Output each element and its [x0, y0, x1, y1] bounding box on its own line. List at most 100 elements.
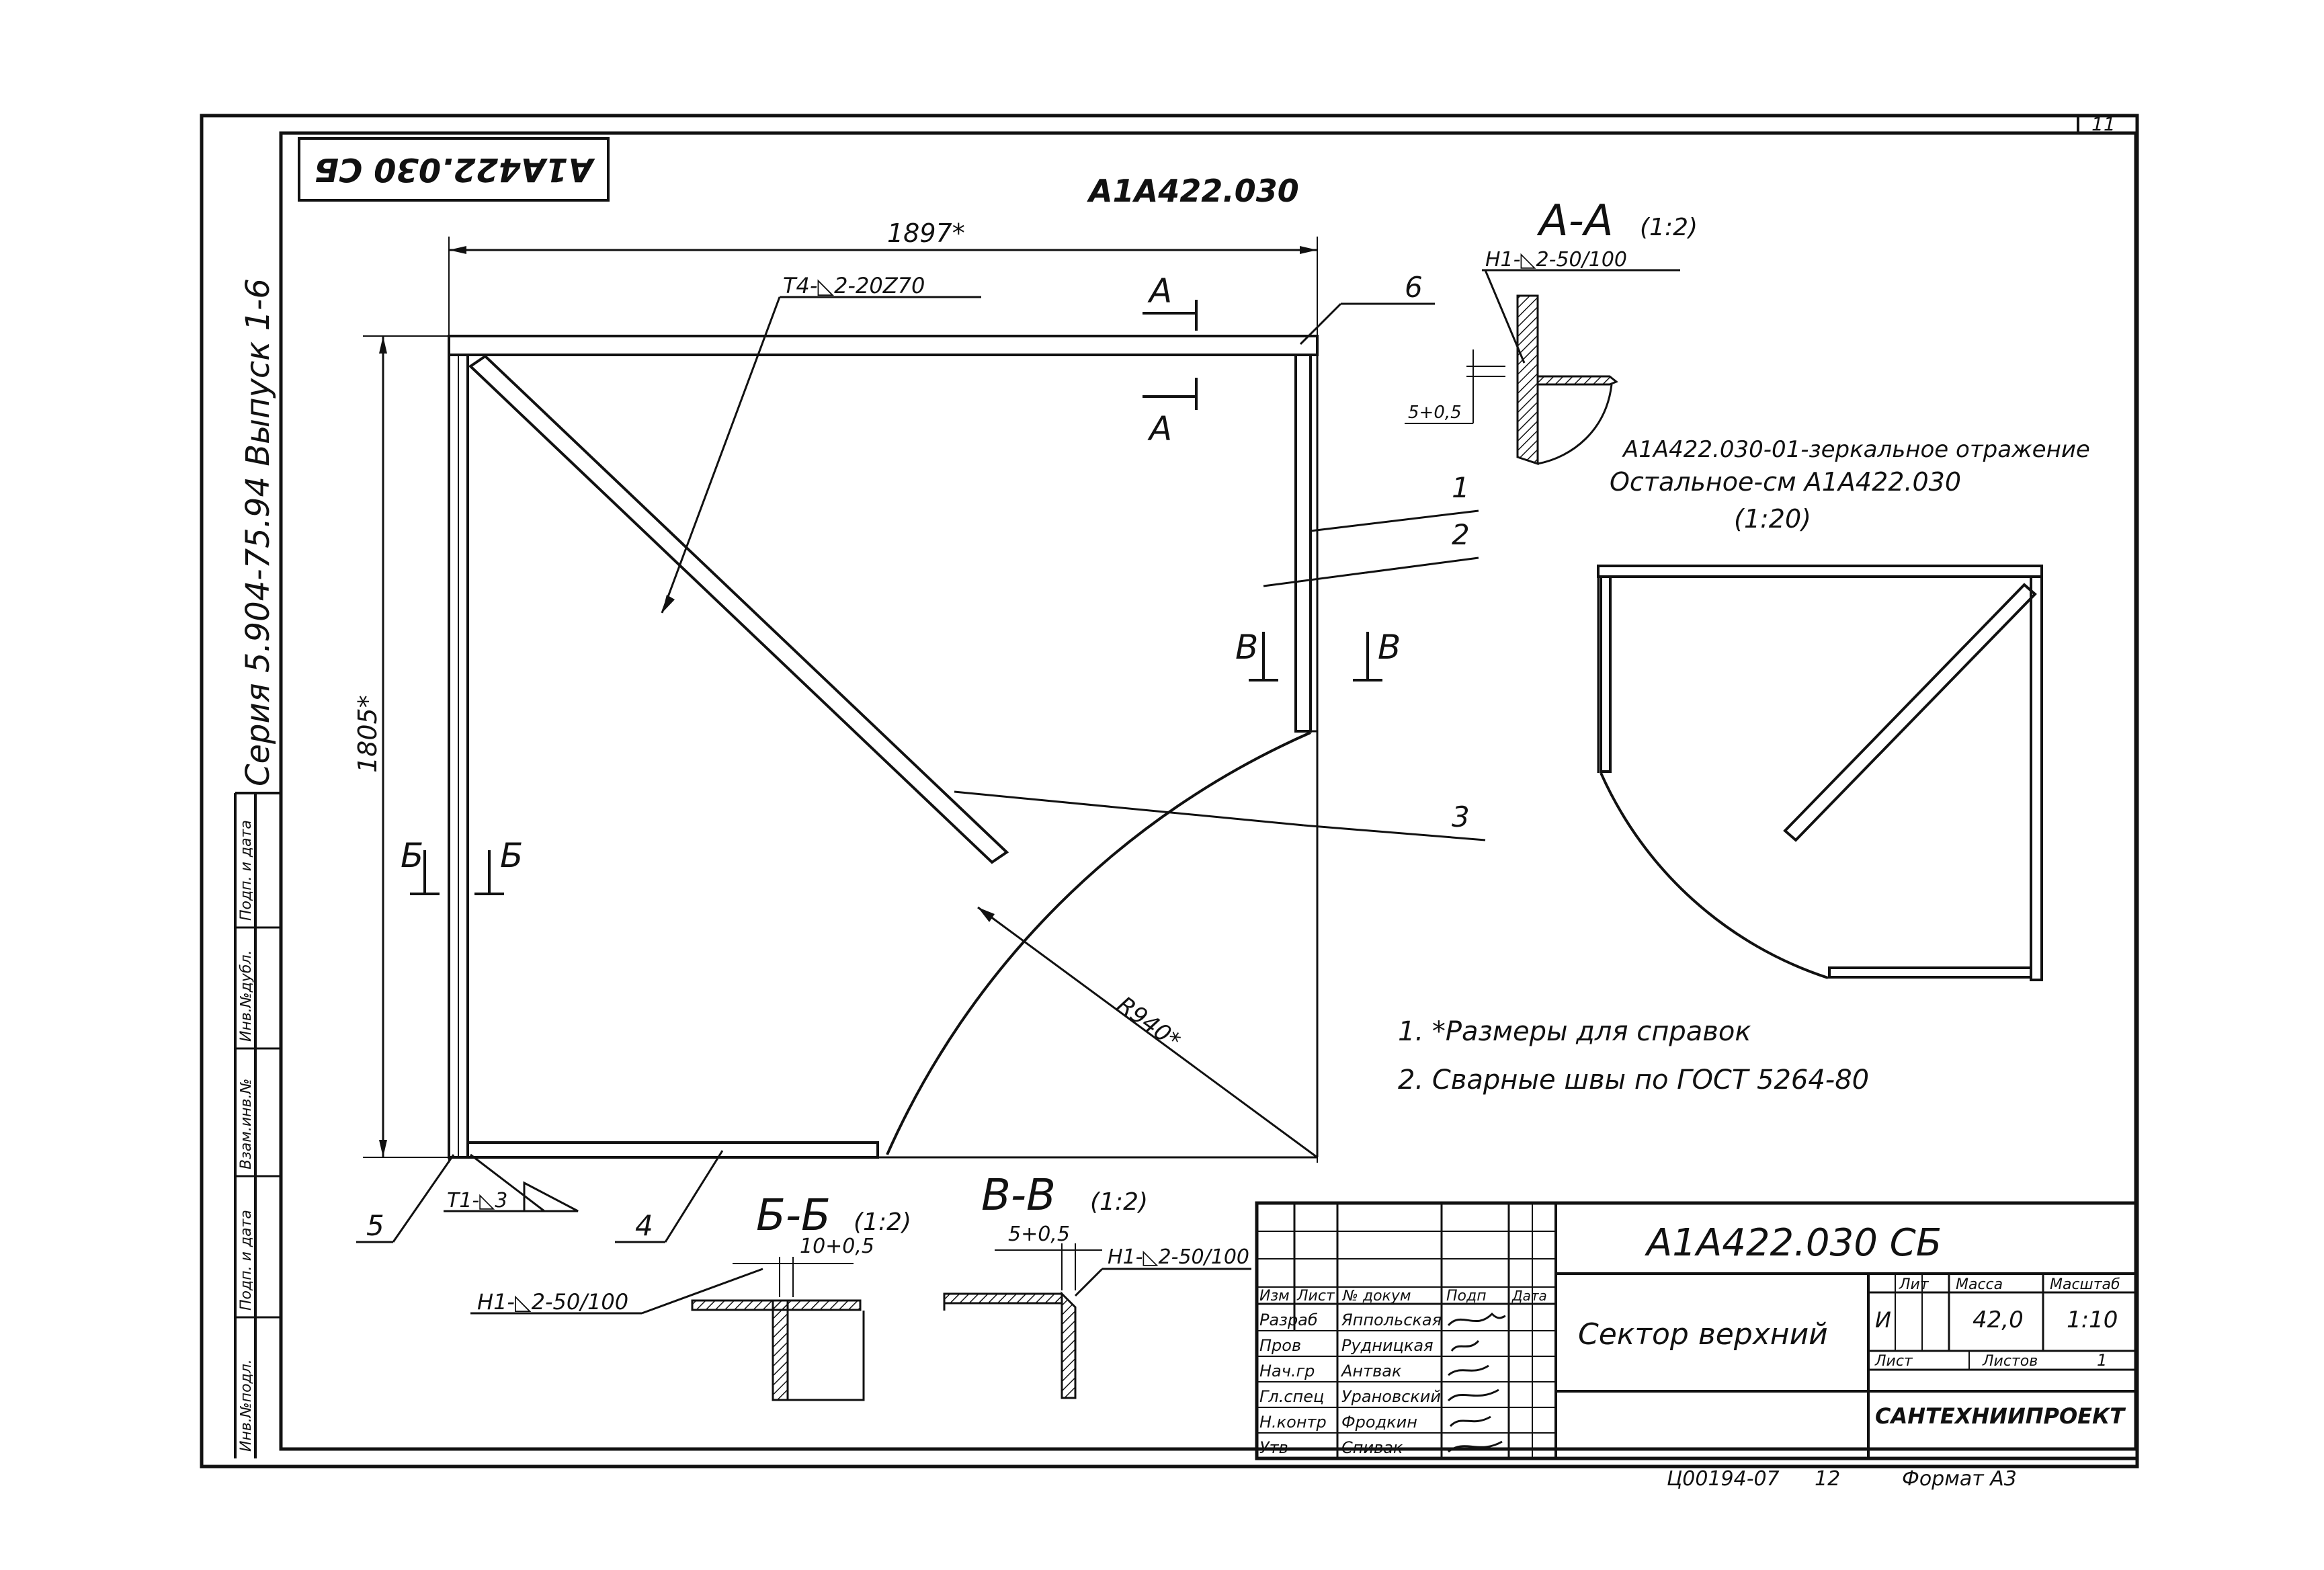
tb-lit-label: Лит	[1899, 1276, 1929, 1293]
section-b-mark-left: Б	[401, 836, 423, 875]
tb-header-podp: Подп	[1446, 1288, 1487, 1305]
tb-header-list: Лист	[1296, 1288, 1335, 1305]
tb-designation: А1А422.030 СБ	[1645, 1221, 1942, 1265]
dim-radius-label: R940*	[1112, 991, 1186, 1055]
signature-1	[1447, 1312, 1506, 1327]
footer-page: 12	[1815, 1467, 1840, 1491]
callout-3: 3	[1452, 800, 1470, 833]
tb-scale-label: Масштаб	[2050, 1276, 2120, 1293]
tb-role-utv: Утв	[1259, 1438, 1288, 1457]
general-notes: 1. *Размеры для справок 2. Сварные швы п…	[1398, 1016, 1869, 1096]
signature-2	[1450, 1339, 1480, 1352]
weld-diag-label: Т4-◺2-20Z70	[783, 273, 925, 298]
tb-drawing-name: Сектор верхний	[1578, 1317, 1828, 1352]
signature-5	[1449, 1415, 1491, 1428]
section-vv-weld: Н1-◺2-50/100	[1108, 1245, 1249, 1269]
weld-corner-label: Т1-◺3	[447, 1189, 507, 1212]
tb-mass-value: 42,0	[1973, 1307, 2024, 1333]
left-strip: Инв.№подл. Подп. и дата Взам.инв.№ Инв.№…	[234, 278, 281, 1458]
signature-6	[1448, 1440, 1503, 1453]
sheet-number: 11	[2091, 113, 2116, 135]
note-2: 2. Сварные швы по ГОСТ 5264-80	[1398, 1065, 1869, 1096]
strip-inv-dubl: Инв.№дубл.	[238, 950, 255, 1042]
tb-role-prov: Пров	[1259, 1336, 1301, 1355]
section-b-mark-right: Б	[500, 836, 523, 875]
stamp-designation: A1A422.030 СБ	[315, 151, 596, 188]
right-upright	[1294, 354, 1312, 733]
tb-name-razrab: Яппольская	[1341, 1311, 1442, 1329]
callout-1: 1	[1452, 471, 1470, 504]
dim-width-label: 1897*	[887, 218, 965, 248]
section-vv: В-В (1:2) 5+0,5 Н1-◺2-50/100	[943, 1171, 1251, 1399]
sheet-frame: 11	[200, 113, 2139, 1469]
diagonal-brace	[468, 354, 1009, 864]
mirror-view	[1597, 565, 2043, 981]
strip-podp-data-2: Подп. и дата	[238, 820, 255, 921]
section-vv-flange	[943, 1292, 1063, 1305]
section-vv-title: В-В	[981, 1171, 1056, 1221]
bottom-channel	[466, 1141, 879, 1159]
tb-name-nachgr: Антвак	[1340, 1362, 1402, 1380]
footer: Ц00194-07 12 Формат А3	[1667, 1467, 2017, 1491]
footer-code: Ц00194-07	[1667, 1467, 1780, 1491]
section-v-mark-right: В	[1378, 628, 1401, 667]
main-view: 1897* 1805* R940* Т4-◺2-20Z70	[353, 218, 1486, 1243]
section-v-mark-left: В	[1235, 628, 1258, 667]
strip-podp-data-1: Подп. и дата	[238, 1210, 255, 1311]
section-aa-weld: Н1-◺2-50/100	[1485, 248, 1627, 272]
callout-5: 5	[366, 1209, 384, 1242]
mirror-note-line2: Остальное-см А1А422.030	[1610, 467, 1961, 497]
section-aa-flange	[1536, 375, 1618, 386]
signature-3	[1448, 1364, 1489, 1376]
section-aa: А-А (1:2) Н1-◺2-50/100 5+0,5	[1405, 196, 1698, 466]
tb-name-glspec: Урановский	[1341, 1387, 1441, 1406]
arc-edge	[886, 731, 1311, 1155]
section-a-mark-bottom: A	[1147, 409, 1172, 448]
mirror-note-line3: (1:20)	[1734, 504, 1811, 534]
tb-sheets-value: 1	[2097, 1351, 2107, 1370]
section-aa-scale: (1:2)	[1640, 214, 1698, 241]
tb-role-glspec: Гл.спец	[1259, 1387, 1324, 1406]
tb-lit-value: И	[1875, 1307, 1891, 1333]
top-channel	[448, 335, 1319, 356]
strip-inv-podl: Инв.№подл.	[238, 1359, 255, 1452]
section-bb-title: Б-Б	[756, 1191, 831, 1241]
section-bb: Б-Б (1:2) 10+0,5 Н1-◺2-50/100	[470, 1191, 911, 1401]
callout-6: 6	[1405, 271, 1423, 304]
tb-name-nkontr: Фродкин	[1341, 1413, 1417, 1432]
tb-mass-label: Масса	[1956, 1276, 2003, 1293]
footer-format: Формат А3	[1902, 1467, 2017, 1491]
section-vv-wall	[1061, 1291, 1077, 1399]
callout-4: 4	[635, 1209, 653, 1242]
section-aa-dim: 5+0,5	[1408, 403, 1462, 423]
section-a-mark-top: A	[1147, 272, 1172, 311]
callout-2: 2	[1452, 518, 1470, 551]
section-vv-scale: (1:2)	[1090, 1188, 1148, 1216]
tb-role-nkontr: Н.контр	[1259, 1413, 1327, 1432]
rotated-stamp: A1A422.030 СБ	[298, 137, 610, 202]
title-block: Изм Лист № докум Подп Дата Разраб Япполь…	[1255, 1201, 2139, 1460]
dim-line-radius	[977, 906, 1318, 1159]
tb-name-prov: Рудницкая	[1341, 1336, 1434, 1355]
tb-header-dokum: № докум	[1342, 1288, 1411, 1305]
tb-role-nachgr: Нач.гр	[1259, 1362, 1315, 1380]
tb-scale-value: 1:10	[2067, 1307, 2118, 1333]
section-aa-title: А-А	[1536, 196, 1614, 246]
note-1: 1. *Размеры для справок	[1398, 1016, 1751, 1047]
section-bb-wall	[772, 1299, 789, 1401]
tb-name-utv: Спивак	[1341, 1438, 1403, 1457]
mirror-note-line1: А1А422.030-01-зеркальное отражение	[1622, 436, 2090, 463]
strip-vzam-inv: Взам.инв.№	[238, 1079, 255, 1169]
section-vv-dim: 5+0,5	[1008, 1223, 1070, 1246]
tb-role-razrab: Разраб	[1259, 1311, 1318, 1329]
tb-header-data: Дата	[1511, 1288, 1547, 1304]
mirror-note: А1А422.030-01-зеркальное отражение Остал…	[1610, 436, 2090, 534]
section-bb-scale: (1:2)	[854, 1208, 911, 1236]
tb-organization: САНТЕХНИИПРОЕКТ	[1875, 1403, 2126, 1429]
section-bb-dim: 10+0,5	[800, 1235, 874, 1258]
designation-top: A1A422.030	[1087, 173, 1299, 209]
section-bb-weld: Н1-◺2-50/100	[477, 1289, 628, 1315]
tb-header-izm: Изм	[1259, 1288, 1290, 1305]
tb-sheet-label: Лист	[1874, 1353, 1913, 1370]
